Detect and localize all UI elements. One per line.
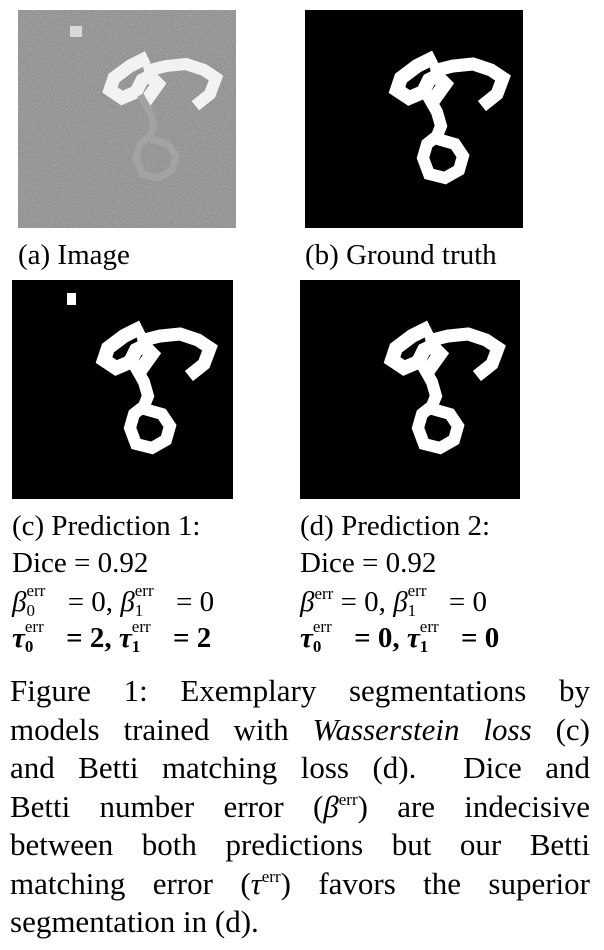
spurious-blob <box>67 293 76 305</box>
beta-symbol: β <box>393 586 408 618</box>
tau-symbol: τ <box>118 622 132 654</box>
caption-line: matching error (τerr) favors the superio… <box>10 865 590 901</box>
caption-d: (d) Prediction 2: <box>300 510 491 542</box>
caption-a: (a) Image <box>18 239 130 271</box>
figure-caption: Figure 1: Exemplary segmentations by mod… <box>10 672 590 942</box>
caption-line: Betti number error (βerr) are indecisive <box>10 788 590 824</box>
beta-symbol: β <box>12 586 27 618</box>
caption-line: segmentation in (d). <box>10 904 259 939</box>
panel-d-prediction-2 <box>300 280 520 499</box>
beta-symbol: β <box>120 586 135 618</box>
caption-line: Figure 1: Exemplary segmentations by <box>10 673 590 708</box>
prediction-2-mask <box>300 280 520 499</box>
dice-c: Dice = 0.92 <box>12 547 149 579</box>
tau-symbol: τ <box>300 622 313 654</box>
noisy-digit-image <box>18 10 236 228</box>
panel-b-ground-truth <box>305 10 523 228</box>
dice-d: Dice = 0.92 <box>300 547 437 579</box>
panel-c-prediction-1 <box>12 280 233 499</box>
panel-a-image <box>18 10 236 228</box>
beta-symbol: β <box>300 586 315 618</box>
ground-truth-mask <box>305 10 523 228</box>
caption-line: models trained with Wasserstein loss (c) <box>10 711 591 747</box>
caption-line: and Betti matching loss (d). Dice and <box>10 750 590 785</box>
caption-c: (c) Prediction 1: <box>12 510 201 542</box>
prediction-1-mask <box>12 280 233 499</box>
caption-b: (b) Ground truth <box>305 239 497 271</box>
tau-symbol: τ <box>406 622 420 654</box>
caption-line: between both predictions but our Betti <box>10 827 590 862</box>
tau-symbol: τ <box>12 622 25 654</box>
